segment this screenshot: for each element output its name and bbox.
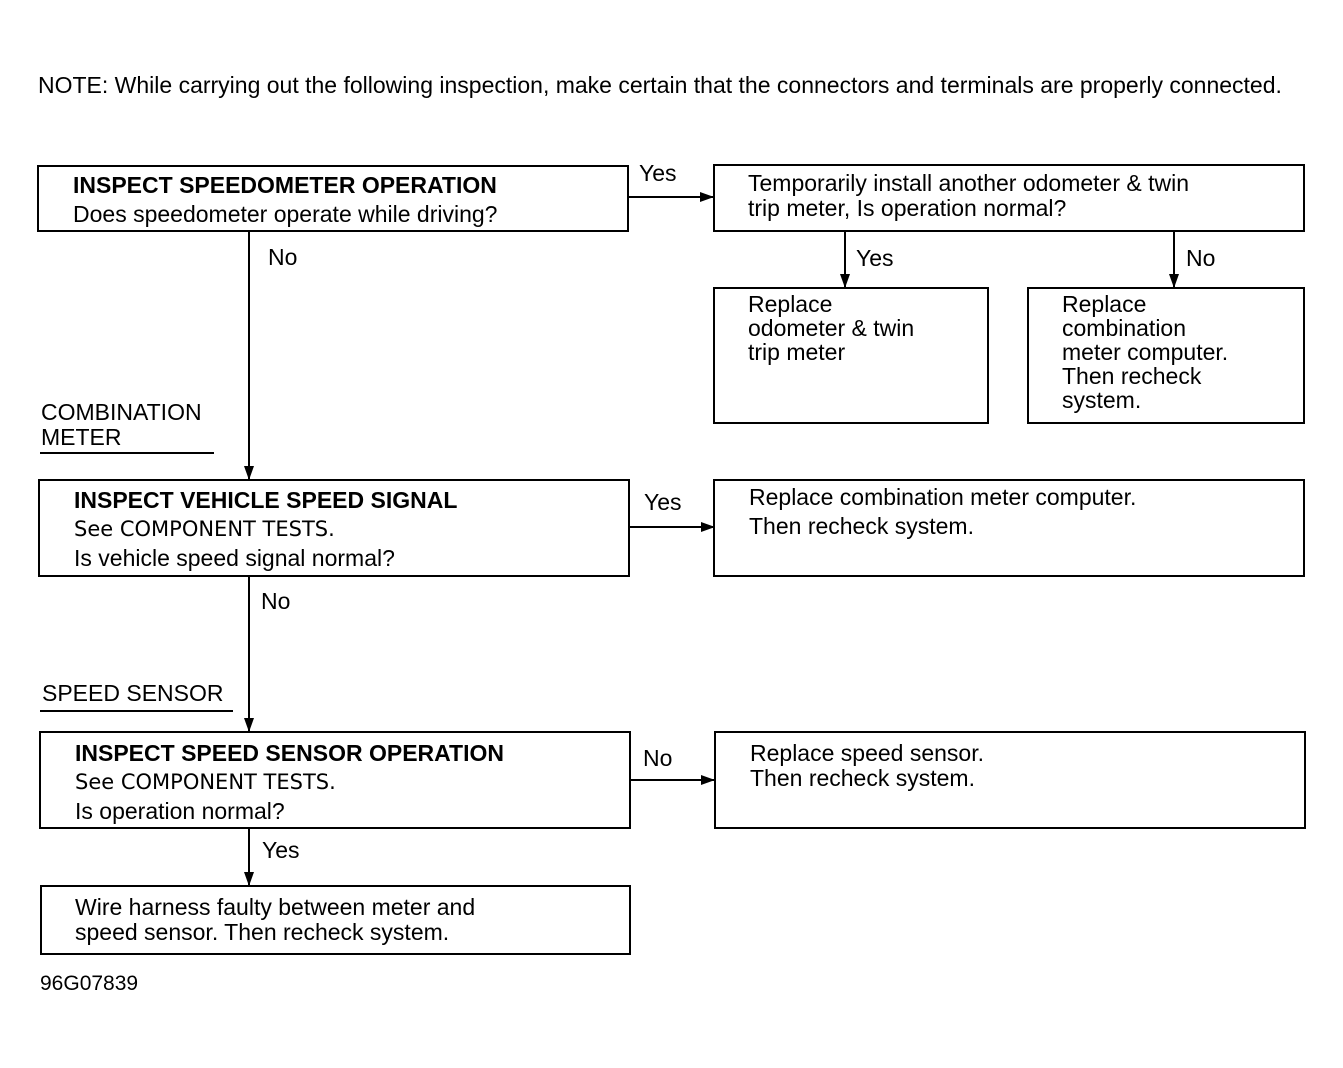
- step-replace-meter-computer: Replace combination meter computer. Then…: [1027, 287, 1305, 424]
- step-line: combination: [1062, 315, 1187, 341]
- step-reference: See COMPONENT TESTS.: [75, 770, 336, 794]
- step-line: Replace: [1062, 291, 1147, 317]
- step-replace-odometer: Replace odometer & twin trip meter: [713, 287, 989, 424]
- step-vehicle-speed-signal: INSPECT VEHICLE SPEED SIGNAL See COMPONE…: [38, 479, 630, 577]
- step-speedometer-operation: INSPECT SPEEDOMETER OPERATION Does speed…: [37, 165, 629, 232]
- section-line: METER: [41, 424, 122, 450]
- step-title: INSPECT SPEED SENSOR OPERATION: [75, 740, 504, 766]
- branch-label-yes: Yes: [262, 837, 300, 863]
- branch-label-yes: Yes: [856, 245, 894, 271]
- step-line: Then recheck system.: [750, 765, 975, 791]
- section-underline: [40, 710, 233, 712]
- step-question: Is operation normal?: [75, 798, 285, 824]
- branch-label-no: No: [1186, 245, 1216, 271]
- step-speed-sensor-operation: INSPECT SPEED SENSOR OPERATION See COMPO…: [39, 731, 631, 829]
- inspection-note: NOTE: While carrying out the following i…: [38, 72, 1282, 98]
- branch-label-yes: Yes: [639, 160, 677, 186]
- step-line: Then recheck: [1062, 363, 1202, 389]
- step-reference: See COMPONENT TESTS.: [74, 517, 335, 541]
- step-line: Wire harness faulty between meter and: [75, 894, 476, 920]
- step-wire-harness-faulty: Wire harness faulty between meter and sp…: [40, 885, 631, 955]
- step-line: trip meter: [748, 339, 846, 365]
- step-title: INSPECT SPEEDOMETER OPERATION: [73, 172, 497, 198]
- step-line: speed sensor. Then recheck system.: [75, 919, 450, 945]
- branch-label-no: No: [268, 244, 298, 270]
- step-line: meter computer.: [1062, 339, 1229, 365]
- step-line: odometer & twin: [748, 315, 915, 341]
- section-line: COMBINATION: [41, 399, 202, 425]
- step-line: trip meter, Is operation normal?: [748, 195, 1067, 221]
- branch-label-yes: Yes: [644, 489, 682, 515]
- step-line: Replace combination meter computer.: [749, 484, 1137, 510]
- step-title: INSPECT VEHICLE SPEED SIGNAL: [74, 487, 458, 513]
- step-line: system.: [1062, 387, 1142, 413]
- branch-label-no: No: [261, 588, 291, 614]
- step-line: Temporarily install another odometer & t…: [748, 170, 1190, 196]
- section-combination-meter: COMBINATION METER: [41, 400, 202, 450]
- step-replace-meter-computer-2: Replace combination meter computer. Then…: [713, 479, 1305, 577]
- branch-label-no: No: [643, 745, 673, 771]
- figure-id: 96G07839: [40, 972, 139, 995]
- step-temporarily-install: Temporarily install another odometer & t…: [713, 164, 1305, 232]
- section-speed-sensor: SPEED SENSOR: [42, 680, 224, 706]
- step-question: Does speedometer operate while driving?: [73, 201, 498, 227]
- step-line: Replace: [748, 291, 833, 317]
- step-replace-speed-sensor: Replace speed sensor. Then recheck syste…: [714, 731, 1306, 829]
- step-question: Is vehicle speed signal normal?: [74, 545, 395, 571]
- step-line: Replace speed sensor.: [750, 740, 984, 766]
- section-underline: [40, 452, 214, 454]
- step-line: Then recheck system.: [749, 513, 974, 539]
